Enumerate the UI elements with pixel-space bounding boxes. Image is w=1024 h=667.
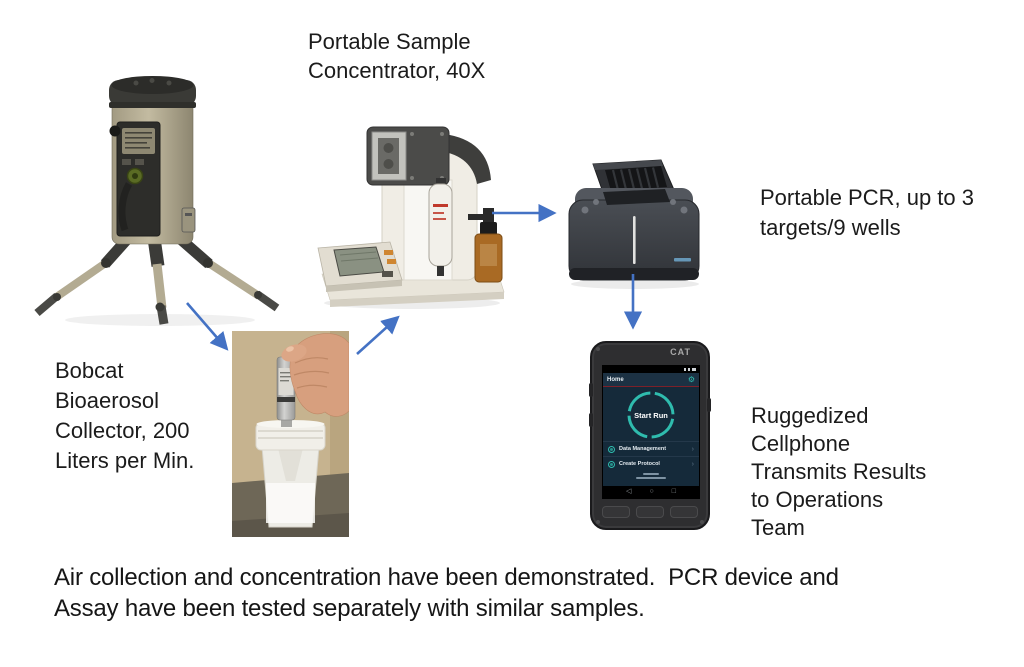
menu-item-label: Data Management (619, 446, 667, 452)
tripod-legs (34, 231, 280, 325)
bioaerosol-collector-illustration (34, 76, 280, 326)
start-run-button: Start Run (625, 389, 677, 441)
status-light (633, 216, 636, 264)
android-nav-bar: ◁ ○ □ (603, 486, 699, 498)
chevron-right-icon: › (691, 460, 694, 468)
side-button (707, 398, 711, 412)
side-button (589, 413, 593, 427)
screw-dot (596, 347, 600, 351)
caption: Air collection and concentration have be… (54, 564, 839, 622)
phone-screen: Home ⚙ Start Run Data Management › (602, 365, 700, 499)
collector-body (109, 76, 196, 245)
pump-head (366, 126, 491, 186)
menu-item-create-protocol: Create Protocol › (603, 456, 699, 471)
gear-icon: ⚙ (687, 374, 695, 384)
side-button (589, 383, 593, 397)
start-run-ring (627, 391, 675, 439)
phone-hardware-buttons (602, 506, 698, 518)
sample-concentrator-illustration (317, 126, 505, 309)
chevron-right-icon: › (691, 445, 694, 453)
reagent-bottle (468, 208, 503, 283)
nav-home-icon: ○ (649, 488, 654, 495)
menu-item-data-management: Data Management › (603, 441, 699, 456)
concentrator-label: Portable Sample Concentrator, 40X (308, 29, 486, 83)
data-management-icon (608, 445, 615, 453)
arrow-sample-to-concentrator (356, 315, 400, 355)
sample-vial-photo (232, 331, 349, 537)
control-console (317, 241, 403, 292)
pcr-body (568, 188, 700, 281)
start-run-label: Start Run (634, 410, 668, 420)
accent-line (603, 386, 699, 387)
hand (281, 333, 349, 417)
phone-app-bar: Home ⚙ (603, 373, 699, 386)
phone-status-bar (603, 366, 699, 373)
concentrator-cartridge (428, 178, 453, 276)
ruggedized-phone-illustration: CAT Home ⚙ Start Run (589, 341, 711, 530)
create-protocol-icon (608, 460, 615, 468)
pcr-label: Portable PCR, up to 3 targets/9 wells (760, 185, 975, 240)
version-text (603, 473, 699, 479)
collection-cup (255, 420, 326, 528)
cat-logo: CAT (670, 347, 691, 357)
collector-label: Bobcat Bioaerosol Collector, 200 Liters … (55, 358, 195, 473)
nav-recents-icon: □ (671, 488, 676, 495)
app-title: Home (607, 376, 624, 383)
pcr-device-illustration (568, 159, 700, 289)
screw-dot (596, 520, 600, 524)
nav-back-icon: ◁ (626, 488, 632, 495)
phone-home-screen: Start Run Data Management › Create Proto… (603, 387, 699, 486)
screw-dot (700, 520, 704, 524)
cellphone-label: Ruggedized Cellphone Transmits Results t… (751, 403, 927, 540)
pcr-logo (674, 258, 691, 262)
menu-item-label: Create Protocol (619, 461, 660, 467)
